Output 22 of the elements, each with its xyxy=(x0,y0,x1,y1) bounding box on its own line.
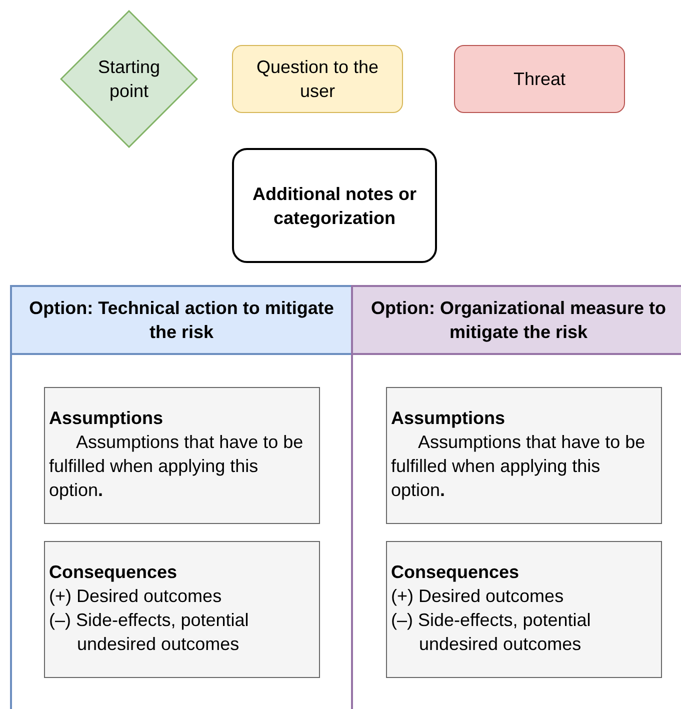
note-heading: Assumptions xyxy=(49,407,164,430)
note-text: Assumptions that have to be fulfilled when applying this option. xyxy=(391,431,646,502)
lane-title: Option: Organizational measure to mitigate the risk xyxy=(370,297,668,344)
note-text: Assumptions that have to be fulfilled when applying this option. xyxy=(49,431,304,502)
lane-container xyxy=(351,285,681,709)
threat-box: Threat xyxy=(454,45,625,113)
note-box xyxy=(386,541,662,678)
note-text: (+) Desired outcomes xyxy=(49,585,223,608)
note-box xyxy=(44,541,320,678)
note-text: (–) Side-effects, potential undesired outcomes xyxy=(391,609,592,656)
note-box: Additional notes or categorization xyxy=(232,148,437,263)
note-heading: Consequences xyxy=(391,561,520,584)
node-label: Starting point xyxy=(96,56,162,103)
note-text: (+) Desired outcomes xyxy=(391,585,565,608)
question-box: Question to the user xyxy=(232,45,403,113)
note-text: (–) Side-effects, potential undesired outcomes xyxy=(49,609,250,656)
note-heading: Assumptions xyxy=(391,407,506,430)
note-heading: Consequences xyxy=(49,561,178,584)
lane-title: Option: Technical action to mitigate the risk xyxy=(28,297,335,344)
note-box xyxy=(386,387,662,524)
lane-container xyxy=(10,285,353,709)
note-box xyxy=(44,387,320,524)
